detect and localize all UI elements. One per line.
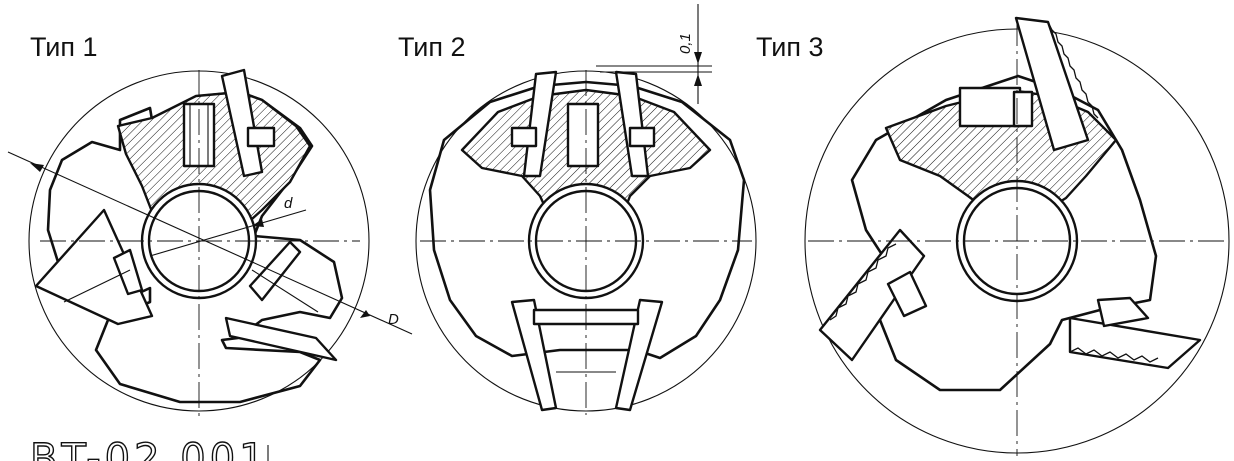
type1-right-wedge [248, 240, 302, 302]
type2-label: Тип 2 [398, 32, 466, 62]
type3-top-screw-head [1012, 90, 1034, 128]
type3-top-knife [1014, 16, 1090, 152]
type3-label: Тип 3 [756, 32, 824, 62]
type1-left-wedge [112, 248, 144, 296]
type1-top-wedge [246, 126, 276, 148]
type2-body-outline [428, 80, 746, 360]
type3-top-screw [958, 86, 1022, 128]
type1-left-knife [34, 208, 154, 326]
type2-center-screw [566, 102, 600, 168]
type2-right-wedge [628, 126, 656, 148]
type1-d-dimension-line [149, 209, 307, 257]
type1-D-label: D [388, 311, 399, 328]
type1-label: Тип 1 [30, 32, 98, 62]
type3-left-knife [818, 228, 926, 362]
type1-top-knife [220, 68, 264, 178]
type3-right-knife [1068, 316, 1202, 370]
type2-clearance-label: 0,1 [677, 33, 694, 54]
type2-cutter-head: Тип 2 0,1 [398, 4, 757, 415]
type3-left-wedge [886, 270, 928, 318]
type1-D-dimension-line [7, 151, 413, 335]
type3-right-wedge [1096, 296, 1150, 328]
type2-left-wedge [510, 126, 538, 148]
type1-cutter-head: Тип 1 D d [7, 32, 413, 420]
drawing-code: BT-02.001 [30, 436, 269, 461]
type1-right-knife [224, 316, 338, 362]
type3-cutter-head: Тип 3 [756, 16, 1230, 456]
type2-bottom-left-knife [510, 298, 558, 412]
type2-right-knife [614, 70, 650, 178]
type2-bottom-right-knife [614, 298, 664, 412]
type1-d-label: d [284, 195, 293, 212]
